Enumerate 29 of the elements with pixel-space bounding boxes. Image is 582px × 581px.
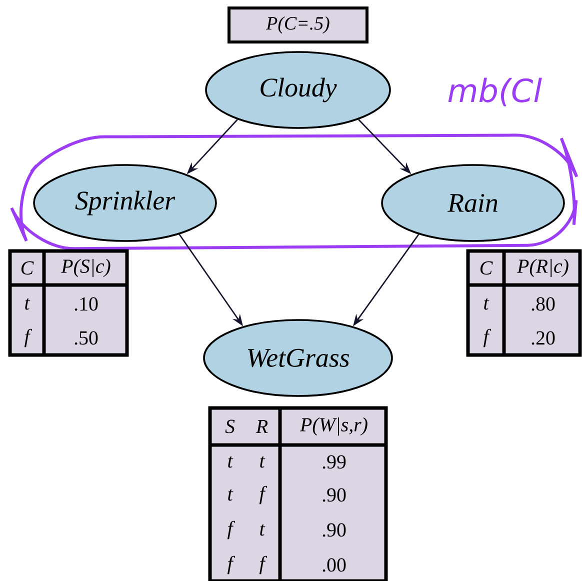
- table-text: t: [260, 456, 266, 468]
- table-text: R: [256, 420, 268, 434]
- table-text: C: [480, 261, 493, 275]
- prior-box: P(C=.5): [228, 6, 368, 44]
- table-text: t: [228, 489, 234, 501]
- table-text: P(R|c): [516, 258, 568, 278]
- table-text: f: [24, 328, 32, 348]
- table-text: t: [260, 524, 266, 536]
- table-text: f: [227, 556, 236, 574]
- table-text: t: [228, 456, 234, 468]
- table-text: .99: [322, 455, 346, 469]
- table-text: .10: [74, 297, 98, 311]
- table-text: .90: [322, 488, 346, 502]
- table-text: .90: [322, 523, 346, 537]
- table-text: f: [483, 328, 492, 348]
- table-text: f: [259, 486, 268, 504]
- table-text: f: [259, 556, 268, 574]
- table-text: f: [227, 520, 236, 540]
- table-text: t: [484, 298, 490, 310]
- table-text: t: [25, 298, 30, 310]
- table-text: .50: [74, 331, 98, 345]
- table-text: P(S|c): [61, 258, 110, 278]
- table-text: .00: [322, 558, 346, 572]
- table-text: C: [21, 261, 34, 275]
- table-text: .20: [532, 331, 555, 345]
- table-text: P(W|s,r): [300, 417, 368, 436]
- table-text: .80: [532, 297, 555, 311]
- table-text: S: [225, 420, 235, 434]
- annotation-text: mb(Cl: [448, 78, 542, 106]
